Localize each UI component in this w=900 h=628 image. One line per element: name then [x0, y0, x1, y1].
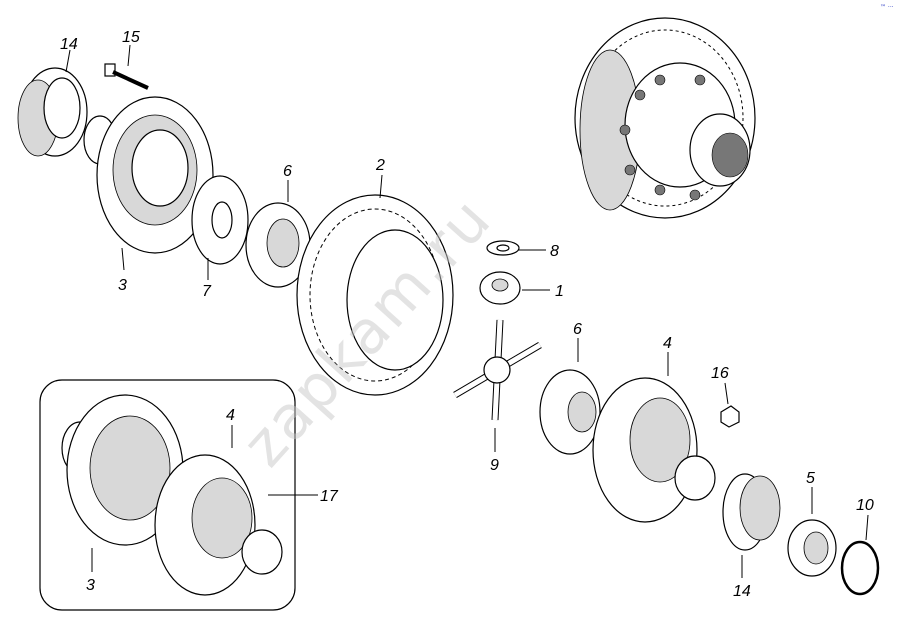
- callout-4-right: 4: [663, 335, 672, 352]
- callout-3-top: 3: [118, 277, 127, 294]
- callout-3-kit: 3: [86, 577, 95, 594]
- corner-mark: ™ ···: [880, 4, 894, 11]
- adjusting-nut-5: [787, 519, 837, 577]
- side-gear-6-right: [539, 369, 601, 455]
- callout-7: 7: [202, 283, 212, 300]
- callout-15: 15: [122, 29, 140, 46]
- callout-17: 17: [320, 488, 339, 505]
- bearing-14-top: [17, 67, 88, 157]
- snap-ring-10: [840, 540, 880, 596]
- callout-9: 9: [490, 457, 499, 474]
- housing-3-top: [83, 96, 214, 254]
- housing-4-right: [592, 377, 716, 523]
- cross-spider-9: [453, 319, 542, 421]
- housing-3-kit: [61, 394, 184, 546]
- ring-gear-2: [296, 194, 454, 396]
- bearing-14-bottom: [722, 473, 781, 551]
- callout-8: 8: [550, 243, 559, 260]
- assembled-differential: [574, 17, 756, 219]
- callout-16: 16: [711, 365, 729, 382]
- housing-4-kit: [154, 454, 283, 596]
- callout-10: 10: [856, 497, 874, 514]
- washer-7: [191, 175, 249, 265]
- callout-2: 2: [375, 157, 385, 174]
- thrust-washer-8: [486, 240, 520, 256]
- callout-14-top: 14: [60, 36, 78, 53]
- callout-5: 5: [806, 470, 815, 487]
- callout-6-left: 6: [283, 163, 292, 180]
- bolt-15: [104, 63, 149, 90]
- nut-16: [720, 405, 740, 428]
- pinion-gear-1: [479, 271, 521, 305]
- callout-14-bottom: 14: [733, 583, 751, 600]
- callout-4-kit: 4: [226, 407, 235, 424]
- callout-6-right: 6: [573, 321, 582, 338]
- callout-1: 1: [555, 283, 564, 300]
